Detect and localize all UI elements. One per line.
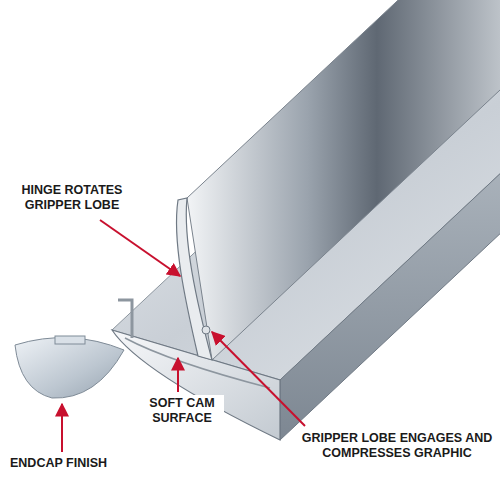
leader-line bbox=[212, 332, 305, 426]
callout-label: SOFT CAM SURFACE bbox=[140, 395, 224, 427]
leader-line bbox=[61, 404, 63, 452]
callout-label: HINGE ROTATES GRIPPER LOBE bbox=[8, 182, 136, 214]
leader-line bbox=[100, 220, 180, 276]
endcap bbox=[15, 336, 124, 398]
callout-label: ENDCAP FINISH bbox=[8, 455, 109, 472]
leader-lines bbox=[62, 220, 305, 452]
leader-line bbox=[177, 358, 179, 392]
extrusion-body bbox=[112, 0, 500, 440]
callout-label: GRIPPER LOBE ENGAGES AND COMPRESSES GRAP… bbox=[298, 430, 496, 462]
